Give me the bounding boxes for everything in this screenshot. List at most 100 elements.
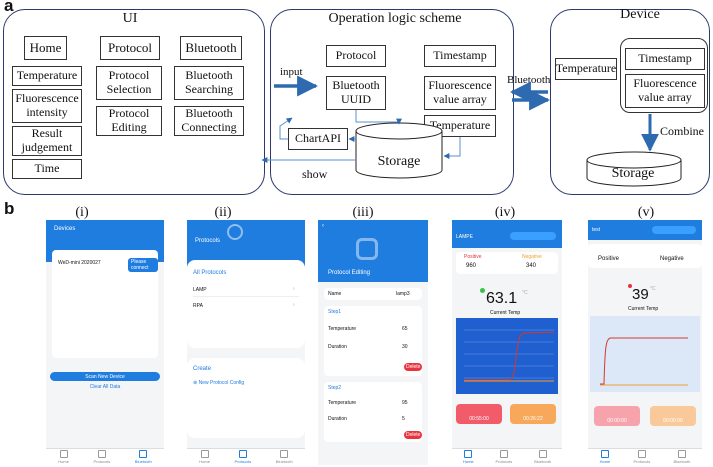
nav-protocols[interactable]: Protocols bbox=[94, 450, 110, 464]
nav-bluetooth[interactable]: Bluetooth bbox=[276, 450, 293, 464]
positive-value: 960 bbox=[466, 263, 477, 269]
result-positive: Positive bbox=[598, 256, 620, 262]
chartapi-feedback-line bbox=[279, 117, 293, 140]
protocol-box: Protocol bbox=[100, 36, 160, 60]
name-input[interactable]: lamp3 bbox=[396, 291, 410, 297]
panel-label-a: a bbox=[4, 0, 14, 15]
step2-card: Step2 Temperature 95 Duration 5 Delete bbox=[324, 382, 423, 442]
nav-home[interactable]: Home bbox=[600, 450, 610, 464]
nav-bluetooth[interactable]: Bluetooth bbox=[135, 450, 152, 464]
result-negative: Negative bbox=[660, 256, 684, 262]
protocol-item-rpa[interactable]: RPA bbox=[193, 303, 203, 309]
name-row: Name lamp3 bbox=[324, 288, 422, 300]
time-box: Time bbox=[12, 159, 82, 179]
chartapi-box: ChartAPI bbox=[288, 128, 348, 150]
nav-protocols[interactable]: Protocols bbox=[496, 450, 512, 464]
step2-duration-input[interactable]: 5 bbox=[402, 416, 405, 422]
result-judgement-box: Result judgement bbox=[12, 126, 82, 156]
bluetooth-box: Bluetooth bbox=[180, 36, 242, 60]
nav-home[interactable]: Home bbox=[463, 450, 474, 464]
screen-protocols: Protocols All Protocols LAMP › RPA › Cre… bbox=[187, 220, 305, 465]
positive-curve bbox=[464, 331, 555, 381]
nav-home[interactable]: Home bbox=[58, 450, 69, 464]
device-panel-title: Device bbox=[620, 7, 660, 22]
current-temp-label: Current Temp bbox=[490, 310, 521, 316]
fluorescence-chart bbox=[590, 316, 700, 392]
clear-data-link[interactable]: Clear All Data bbox=[89, 384, 121, 390]
new-protocol-button[interactable]: ⊕ New Protocol Config bbox=[193, 380, 245, 386]
status-pill bbox=[510, 232, 556, 240]
ui-panel-title: UI bbox=[122, 11, 138, 26]
current-temp-value: 39 bbox=[632, 286, 649, 303]
nav-bar: Home Protocols Bluetooth bbox=[187, 448, 305, 465]
device-list-card: WeD-mini 2020027 Please connect bbox=[52, 250, 158, 358]
timer-left: 00:55:00 bbox=[456, 404, 502, 424]
caption-iv: (iv) bbox=[494, 205, 516, 220]
step2-temp-input[interactable]: 95 bbox=[402, 400, 408, 406]
step1-temp-input[interactable]: 65 bbox=[402, 326, 408, 332]
bluetooth-connecting-box: Bluetooth Connecting bbox=[174, 106, 244, 136]
caption-v: (v) bbox=[637, 205, 655, 220]
device-fluorescence-array-box: Fluorescence value array bbox=[625, 74, 705, 108]
logic-storage-label: Storage bbox=[377, 154, 421, 169]
nav-bluetooth[interactable]: Bluetooth bbox=[534, 450, 551, 464]
uuid-to-storage-line bbox=[355, 110, 402, 125]
temperature-box: Temperature bbox=[12, 66, 82, 86]
screen-home-running: LAMPE Positive 960 Negative 340 63.1 °C … bbox=[452, 220, 562, 465]
current-temp-value: 63.1 bbox=[486, 290, 518, 307]
nav-bar: Home Protocols Bluetooth bbox=[588, 448, 702, 465]
fluorescence-intensity-box: Fluorescence intensity bbox=[12, 89, 82, 123]
device-selector[interactable]: test bbox=[592, 227, 601, 233]
all-protocols-label: All Protocols bbox=[193, 270, 227, 276]
home-box: Home bbox=[24, 36, 67, 60]
screen-protocol-editing: ‹ Protocol Editing Name lamp3 Step1 Temp… bbox=[318, 220, 428, 465]
protocol-editing-box: Protocol Editing bbox=[96, 106, 162, 136]
temp-to-storage-line bbox=[443, 137, 461, 159]
screen-devices: Devices WeD-mini 2020027 Please connect … bbox=[46, 220, 164, 465]
step1-duration-input[interactable]: 30 bbox=[402, 344, 408, 350]
logo-icon bbox=[227, 224, 243, 240]
negative-value: 340 bbox=[526, 263, 537, 269]
fluorescence-chart bbox=[456, 318, 558, 394]
combine-label: Combine bbox=[660, 124, 704, 138]
plus-icon: ⊕ bbox=[193, 380, 199, 386]
protocols-title: Protocols bbox=[195, 238, 221, 244]
logic-protocol-box: Protocol bbox=[326, 45, 386, 67]
editing-title: Protocol Editing bbox=[328, 270, 371, 276]
step2-delete-button[interactable]: Delete bbox=[404, 431, 423, 439]
nav-protocols[interactable]: Protocols bbox=[634, 450, 650, 464]
result-card: Positive Negative bbox=[588, 244, 702, 268]
logic-panel-title: Operation logic scheme bbox=[328, 11, 462, 26]
chevron-right-icon: › bbox=[293, 286, 295, 292]
protocol-selection-box: Protocol Selection bbox=[96, 66, 162, 100]
panel-label-b: b bbox=[4, 199, 15, 218]
protocol-item-lamp[interactable]: LAMP bbox=[193, 287, 207, 293]
caption-iii: (iii) bbox=[352, 205, 374, 220]
step1-delete-button[interactable]: Delete bbox=[404, 363, 423, 371]
result-card: Positive 960 Negative 340 bbox=[456, 252, 558, 274]
current-temp-label: Current Temp bbox=[628, 306, 659, 312]
device-temperature-box: Temperature bbox=[555, 58, 617, 80]
devices-title: Devices bbox=[54, 226, 76, 232]
connect-button[interactable]: Please connect bbox=[128, 258, 158, 272]
device-selector[interactable]: LAMPE bbox=[456, 234, 473, 240]
nav-bar: Home Protocols Bluetooth bbox=[46, 448, 164, 465]
logic-timestamp-box: Timestamp bbox=[424, 45, 496, 67]
nav-bluetooth[interactable]: Bluetooth bbox=[673, 450, 690, 464]
positive-curve bbox=[600, 337, 688, 385]
step1-label: Step1 bbox=[328, 309, 342, 315]
scan-device-button[interactable]: Scan New Device bbox=[50, 372, 160, 381]
chevron-right-icon: › bbox=[293, 302, 295, 308]
nav-home[interactable]: Home bbox=[199, 450, 210, 464]
device-storage-label: Storage bbox=[611, 166, 655, 181]
step1-card: Step1 Temperature 65 Duration 30 Delete bbox=[324, 306, 423, 376]
status-pill bbox=[652, 226, 696, 234]
nav-protocols[interactable]: Protocols bbox=[235, 450, 251, 464]
back-arrow-icon[interactable]: ‹ bbox=[322, 223, 324, 229]
caption-ii: (ii) bbox=[214, 205, 232, 220]
device-storage-cylinder bbox=[586, 151, 682, 187]
timer-right: 00:00:00 bbox=[650, 406, 696, 426]
device-name: WeD-mini 2020027 bbox=[58, 260, 101, 266]
logo-icon bbox=[356, 238, 378, 260]
